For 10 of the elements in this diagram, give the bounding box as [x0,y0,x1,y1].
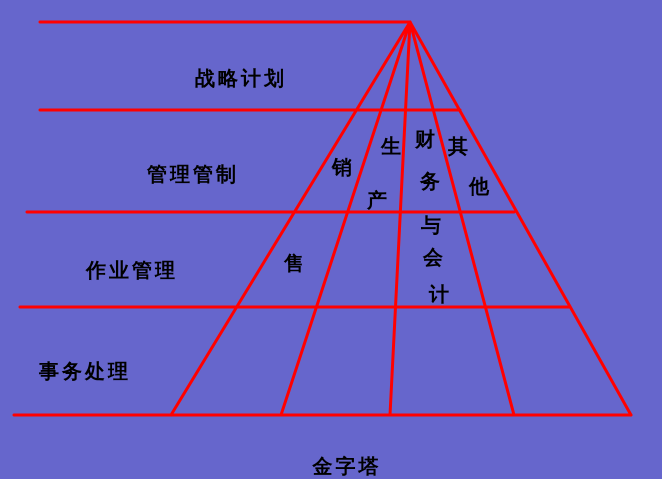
column-label: 财务与会计 [414,128,449,305]
column-label: 销 [332,156,352,178]
level-label: 战略计划 [195,67,287,89]
column-label: 其他 [447,135,490,197]
level-label: 事务处理 [39,360,131,382]
column-label: 售 [284,252,304,274]
level-label: 管理管制 [147,163,239,185]
caption: 金字塔 [312,455,382,477]
column-label: 生产 [366,135,402,211]
level-label: 作业管理 [86,259,178,281]
